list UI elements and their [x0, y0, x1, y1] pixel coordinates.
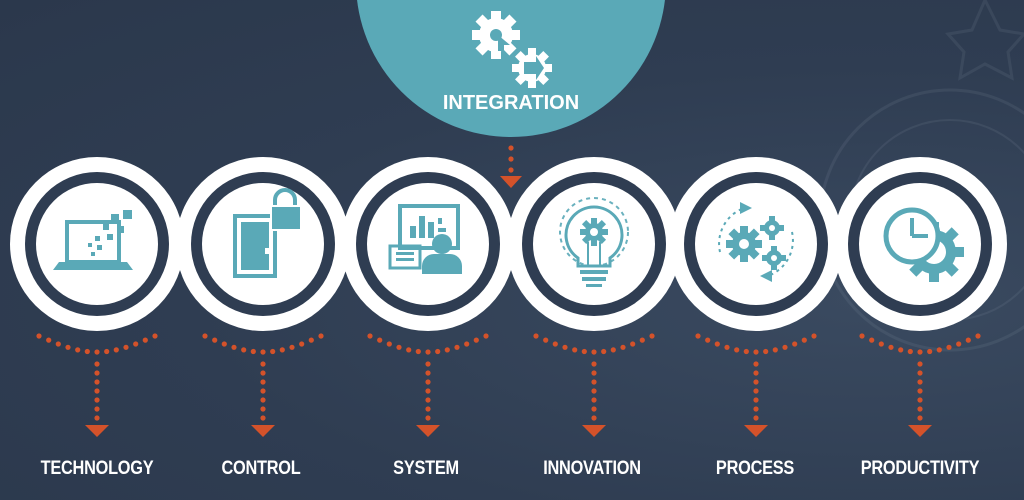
connector-productivity: [859, 333, 981, 437]
door-lock-icon: [233, 188, 302, 278]
integration-node: [357, 0, 665, 137]
laptop-pixels-icon: [53, 210, 133, 270]
step-label-system: SYSTEM: [393, 458, 459, 479]
integration-connector: [500, 145, 522, 188]
step-label-productivity: PRODUCTIVITY: [860, 458, 980, 479]
connector-control: [202, 333, 324, 437]
connector-process: [695, 333, 817, 437]
connector-innovation: [533, 333, 655, 437]
connector-system: [367, 333, 489, 437]
gears-cycle-icon: [718, 202, 794, 282]
integration-label: INTEGRATION: [442, 92, 580, 114]
step-label-technology: TECHNOLOGY: [40, 458, 154, 479]
step-label-control: CONTROL: [221, 458, 301, 479]
dashboard-user-icon: [388, 204, 462, 274]
step-node-system: [341, 157, 515, 331]
step-label-process: PROCESS: [715, 458, 795, 479]
lightbulb-gear-icon: [559, 197, 629, 287]
connector-technology: [36, 333, 158, 437]
step-connectors: [36, 333, 981, 437]
clock-gear-icon: [883, 207, 964, 282]
step-node-technology: [10, 157, 184, 331]
step-label-innovation: INNOVATION: [543, 458, 641, 479]
